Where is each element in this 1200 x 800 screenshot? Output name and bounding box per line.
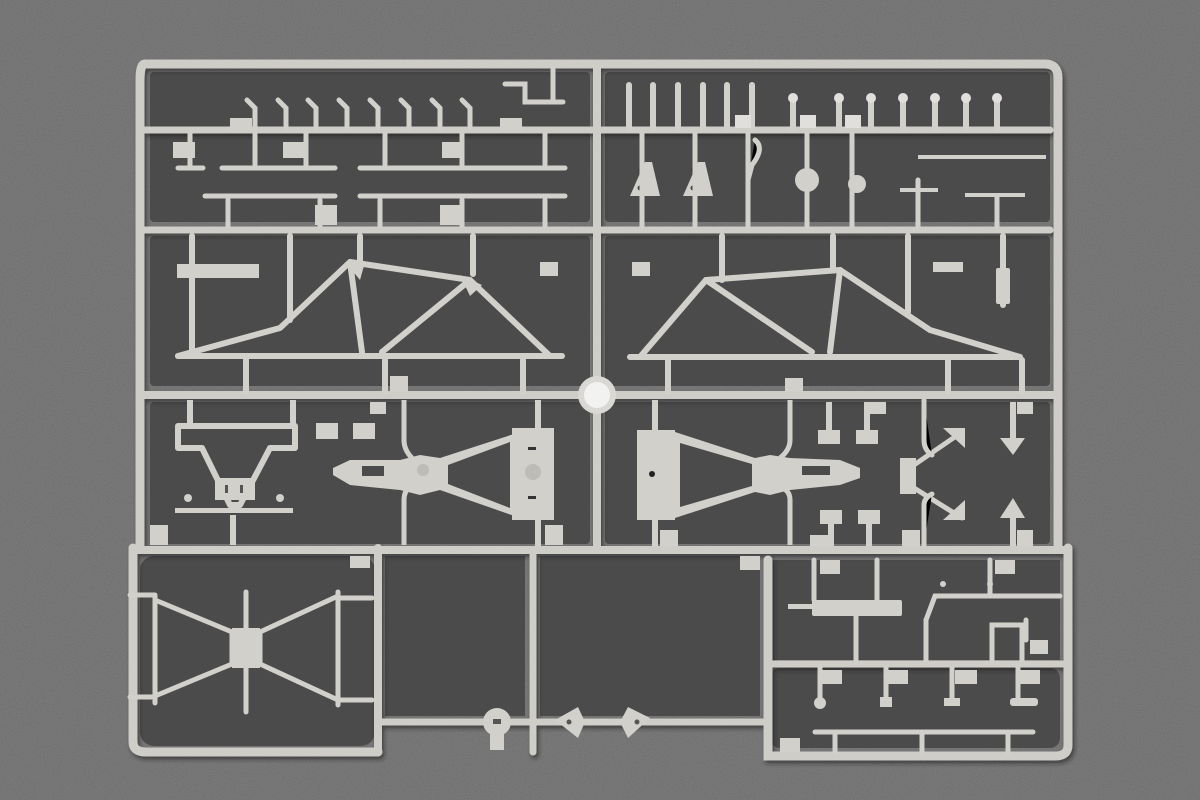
wishbone-part-right <box>637 400 860 546</box>
link-part-holes <box>493 719 640 725</box>
bottom-right-rods <box>811 557 1063 755</box>
truss-right-tabs <box>632 262 1010 392</box>
parts-long-rods-top-left <box>175 131 568 229</box>
bottom-right-parts <box>740 556 1048 752</box>
trapezoid-part-left <box>175 423 298 513</box>
parts-tabs-top-left <box>173 118 522 225</box>
lower-left-small-blocks <box>150 400 386 545</box>
top-right-gates <box>639 131 1000 229</box>
parts-row-posts <box>626 82 1000 131</box>
v-part-arms <box>911 397 965 548</box>
bowtie-tab <box>350 556 370 568</box>
parts-post-heads <box>735 93 1002 128</box>
bottom-right-small-fittings <box>814 581 1038 709</box>
parts-row-hooks <box>244 65 566 131</box>
truss-left-tabs <box>177 262 558 392</box>
bowtie-center-plate <box>232 628 260 668</box>
wishbone-part-left <box>333 400 563 546</box>
center-sprue-hub <box>578 376 616 414</box>
